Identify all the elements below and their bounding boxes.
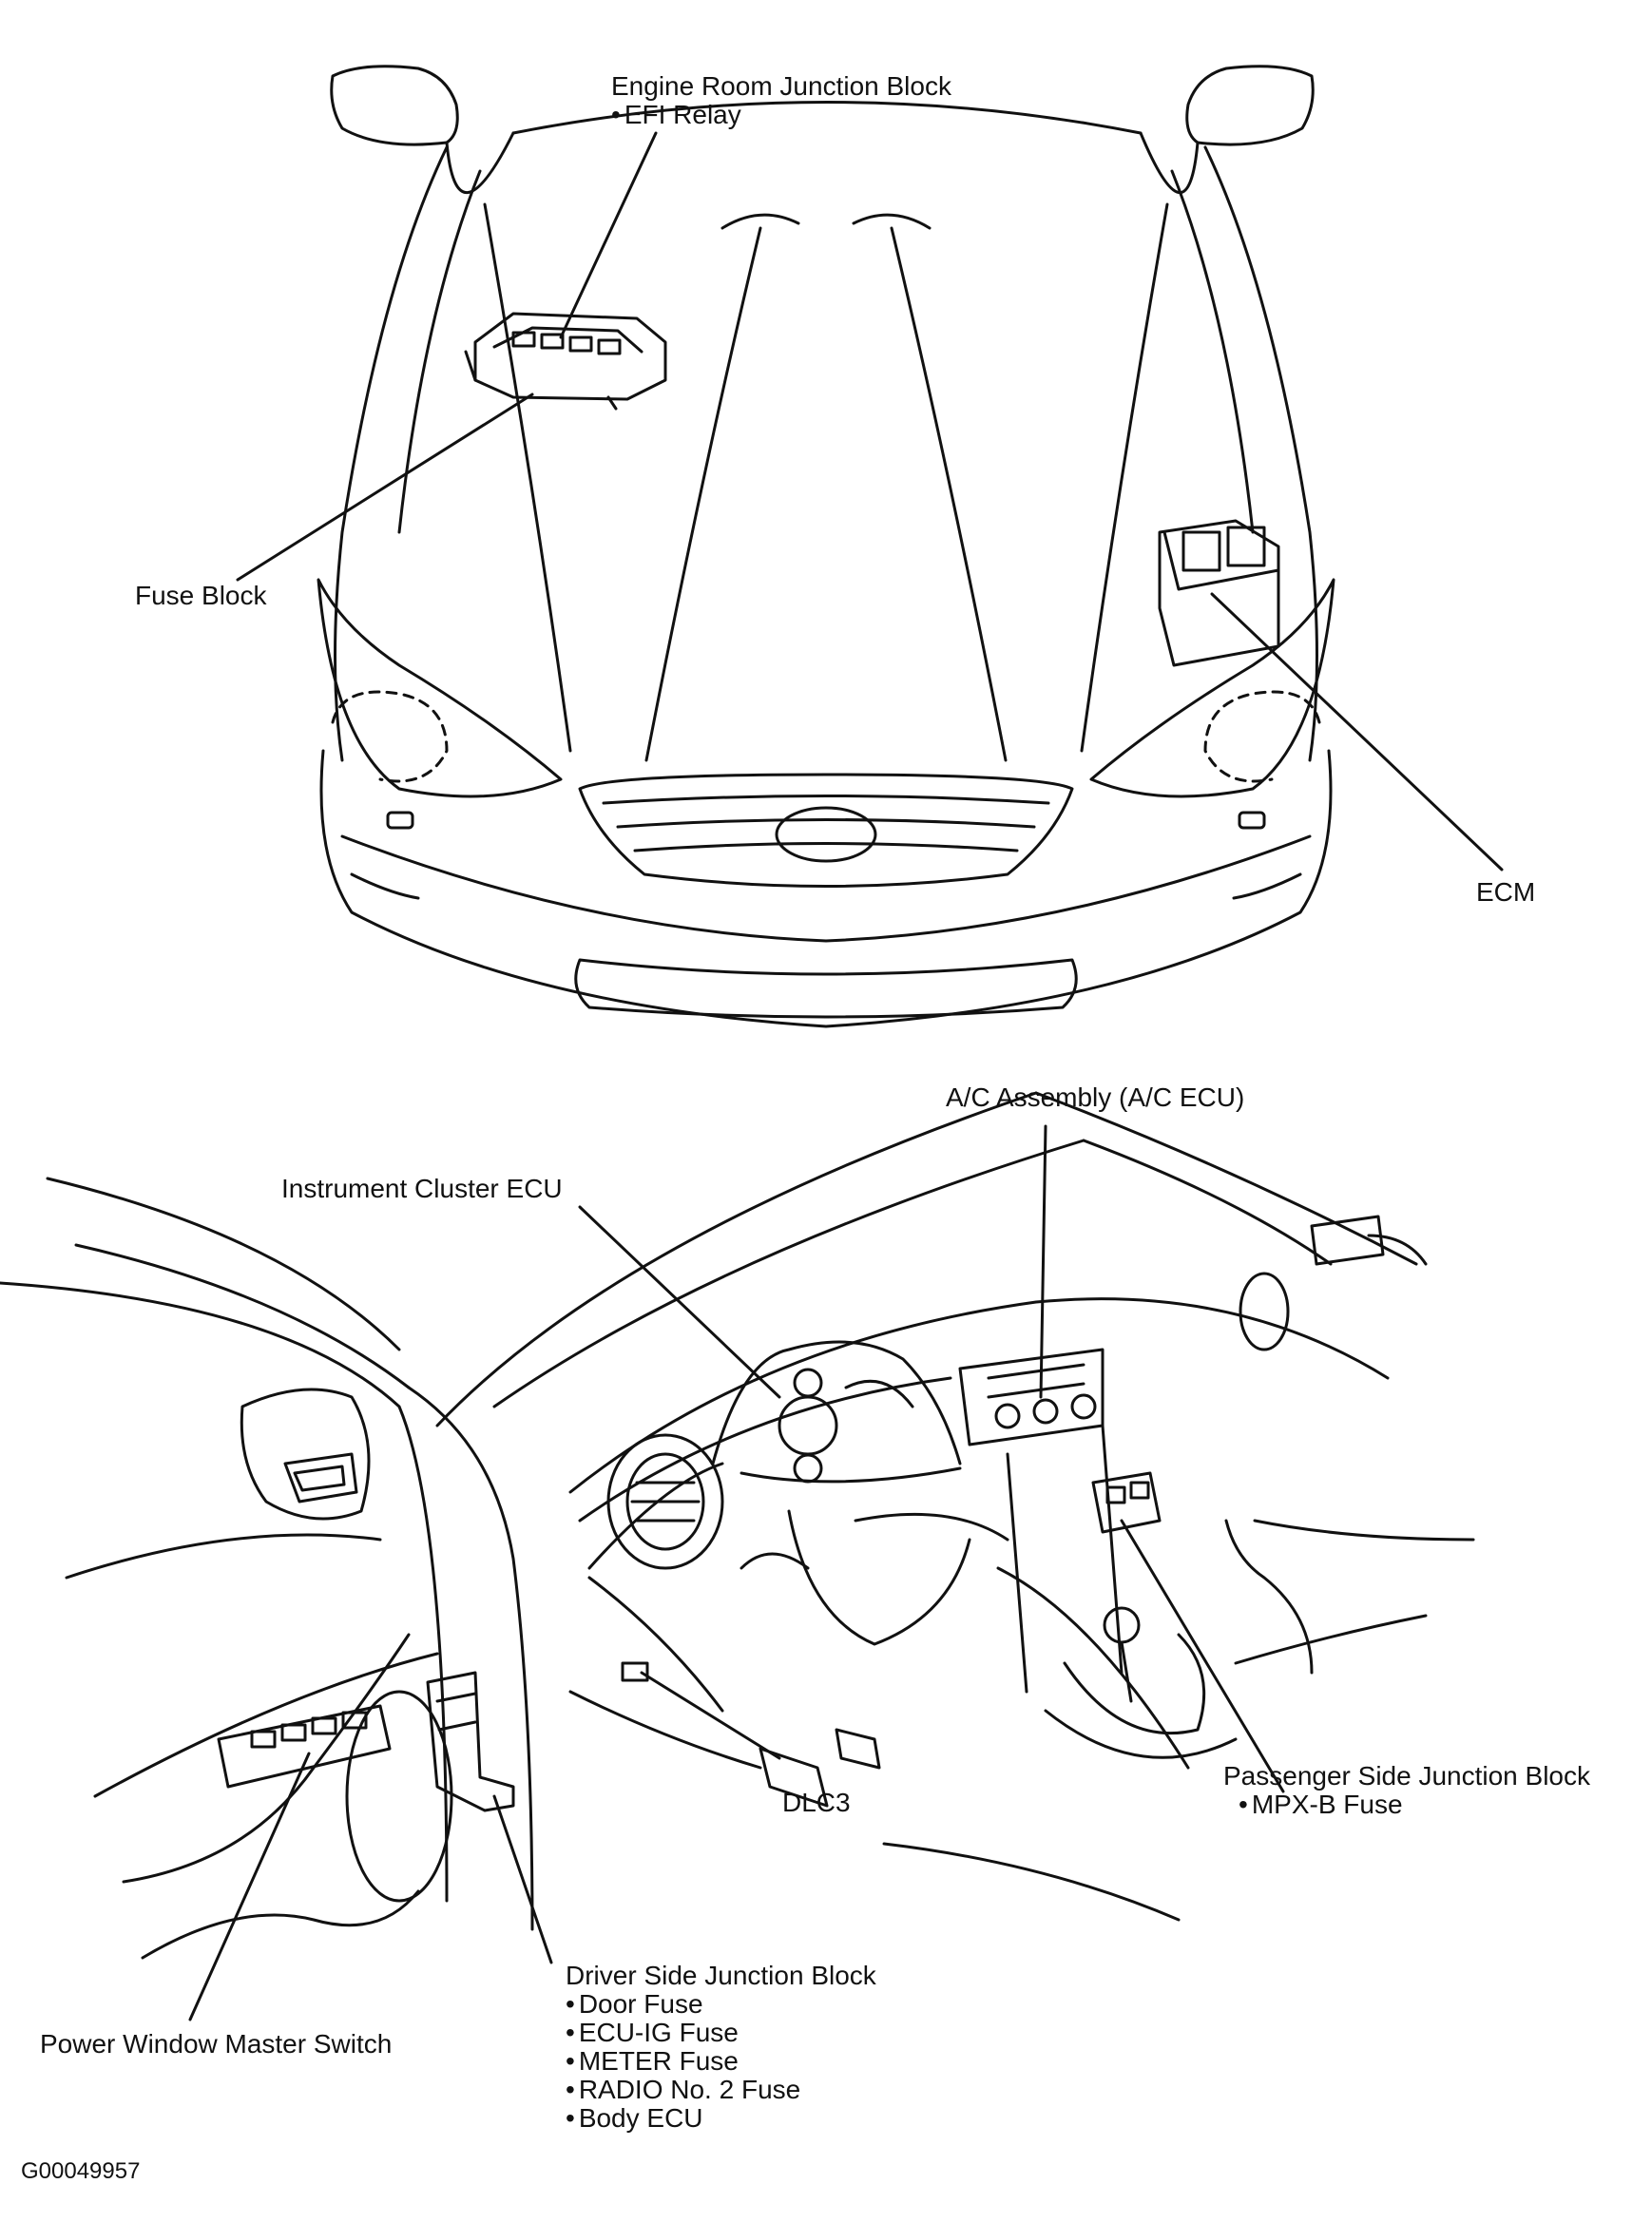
dlc3-drawing bbox=[621, 1661, 649, 1682]
ac-assembly-label: A/C Assembly (A/C ECU) bbox=[946, 1082, 1245, 1112]
passenger-side-junction-block-drawing bbox=[1091, 1471, 1162, 1534]
grille bbox=[578, 773, 1074, 888]
interior-view bbox=[0, 1091, 1475, 2021]
door-handle bbox=[283, 1452, 358, 1504]
car-front-view bbox=[236, 65, 1504, 1028]
driver-side-junction-block-label: Driver Side Junction Block Door Fuse ECU… bbox=[566, 1962, 876, 2133]
label-title: Driver Side Junction Block bbox=[566, 1961, 876, 1990]
label-item: METER Fuse bbox=[566, 2047, 876, 2076]
engine-room-junction-block-drawing bbox=[464, 312, 667, 411]
ecm-drawing bbox=[1158, 519, 1280, 667]
label-title: Passenger Side Junction Block bbox=[1223, 1761, 1590, 1791]
figure-id: G00049957 bbox=[21, 2158, 141, 2184]
passenger-side-junction-block-label: Passenger Side Junction Block MPX-B Fuse bbox=[1223, 1762, 1590, 1819]
power-window-master-switch-label: Power Window Master Switch bbox=[40, 2029, 393, 2059]
ac-assembly-drawing bbox=[958, 1348, 1105, 1446]
instrument-cluster-label: Instrument Cluster ECU bbox=[281, 1174, 563, 1203]
door-speaker bbox=[345, 1690, 453, 1903]
label-item: EFI Relay bbox=[611, 101, 951, 129]
emblem bbox=[775, 806, 877, 863]
ecm-label: ECM bbox=[1476, 877, 1536, 907]
label-item: ECU-IG Fuse bbox=[566, 2019, 876, 2047]
label-item: Body ECU bbox=[566, 2104, 876, 2133]
label-item: Door Fuse bbox=[566, 1990, 876, 2019]
right-mirror bbox=[1185, 65, 1315, 146]
left-door-mirror bbox=[240, 1388, 371, 1521]
power-window-master-switch-drawing bbox=[217, 1704, 392, 1789]
label-title: Engine Room Junction Block bbox=[611, 71, 951, 101]
engine-room-junction-block-label: Engine Room Junction Block EFI Relay bbox=[611, 72, 951, 129]
left-headlight bbox=[317, 578, 563, 798]
label-item: MPX-B Fuse bbox=[1239, 1791, 1590, 1819]
label-item: RADIO No. 2 Fuse bbox=[566, 2076, 876, 2104]
fuse-block-label: Fuse Block bbox=[135, 581, 267, 610]
dlc3-label: DLC3 bbox=[782, 1788, 851, 1817]
left-mirror bbox=[330, 65, 459, 146]
driver-side-junction-block-drawing bbox=[426, 1671, 515, 1812]
instrument-cluster-drawing bbox=[711, 1340, 962, 1484]
